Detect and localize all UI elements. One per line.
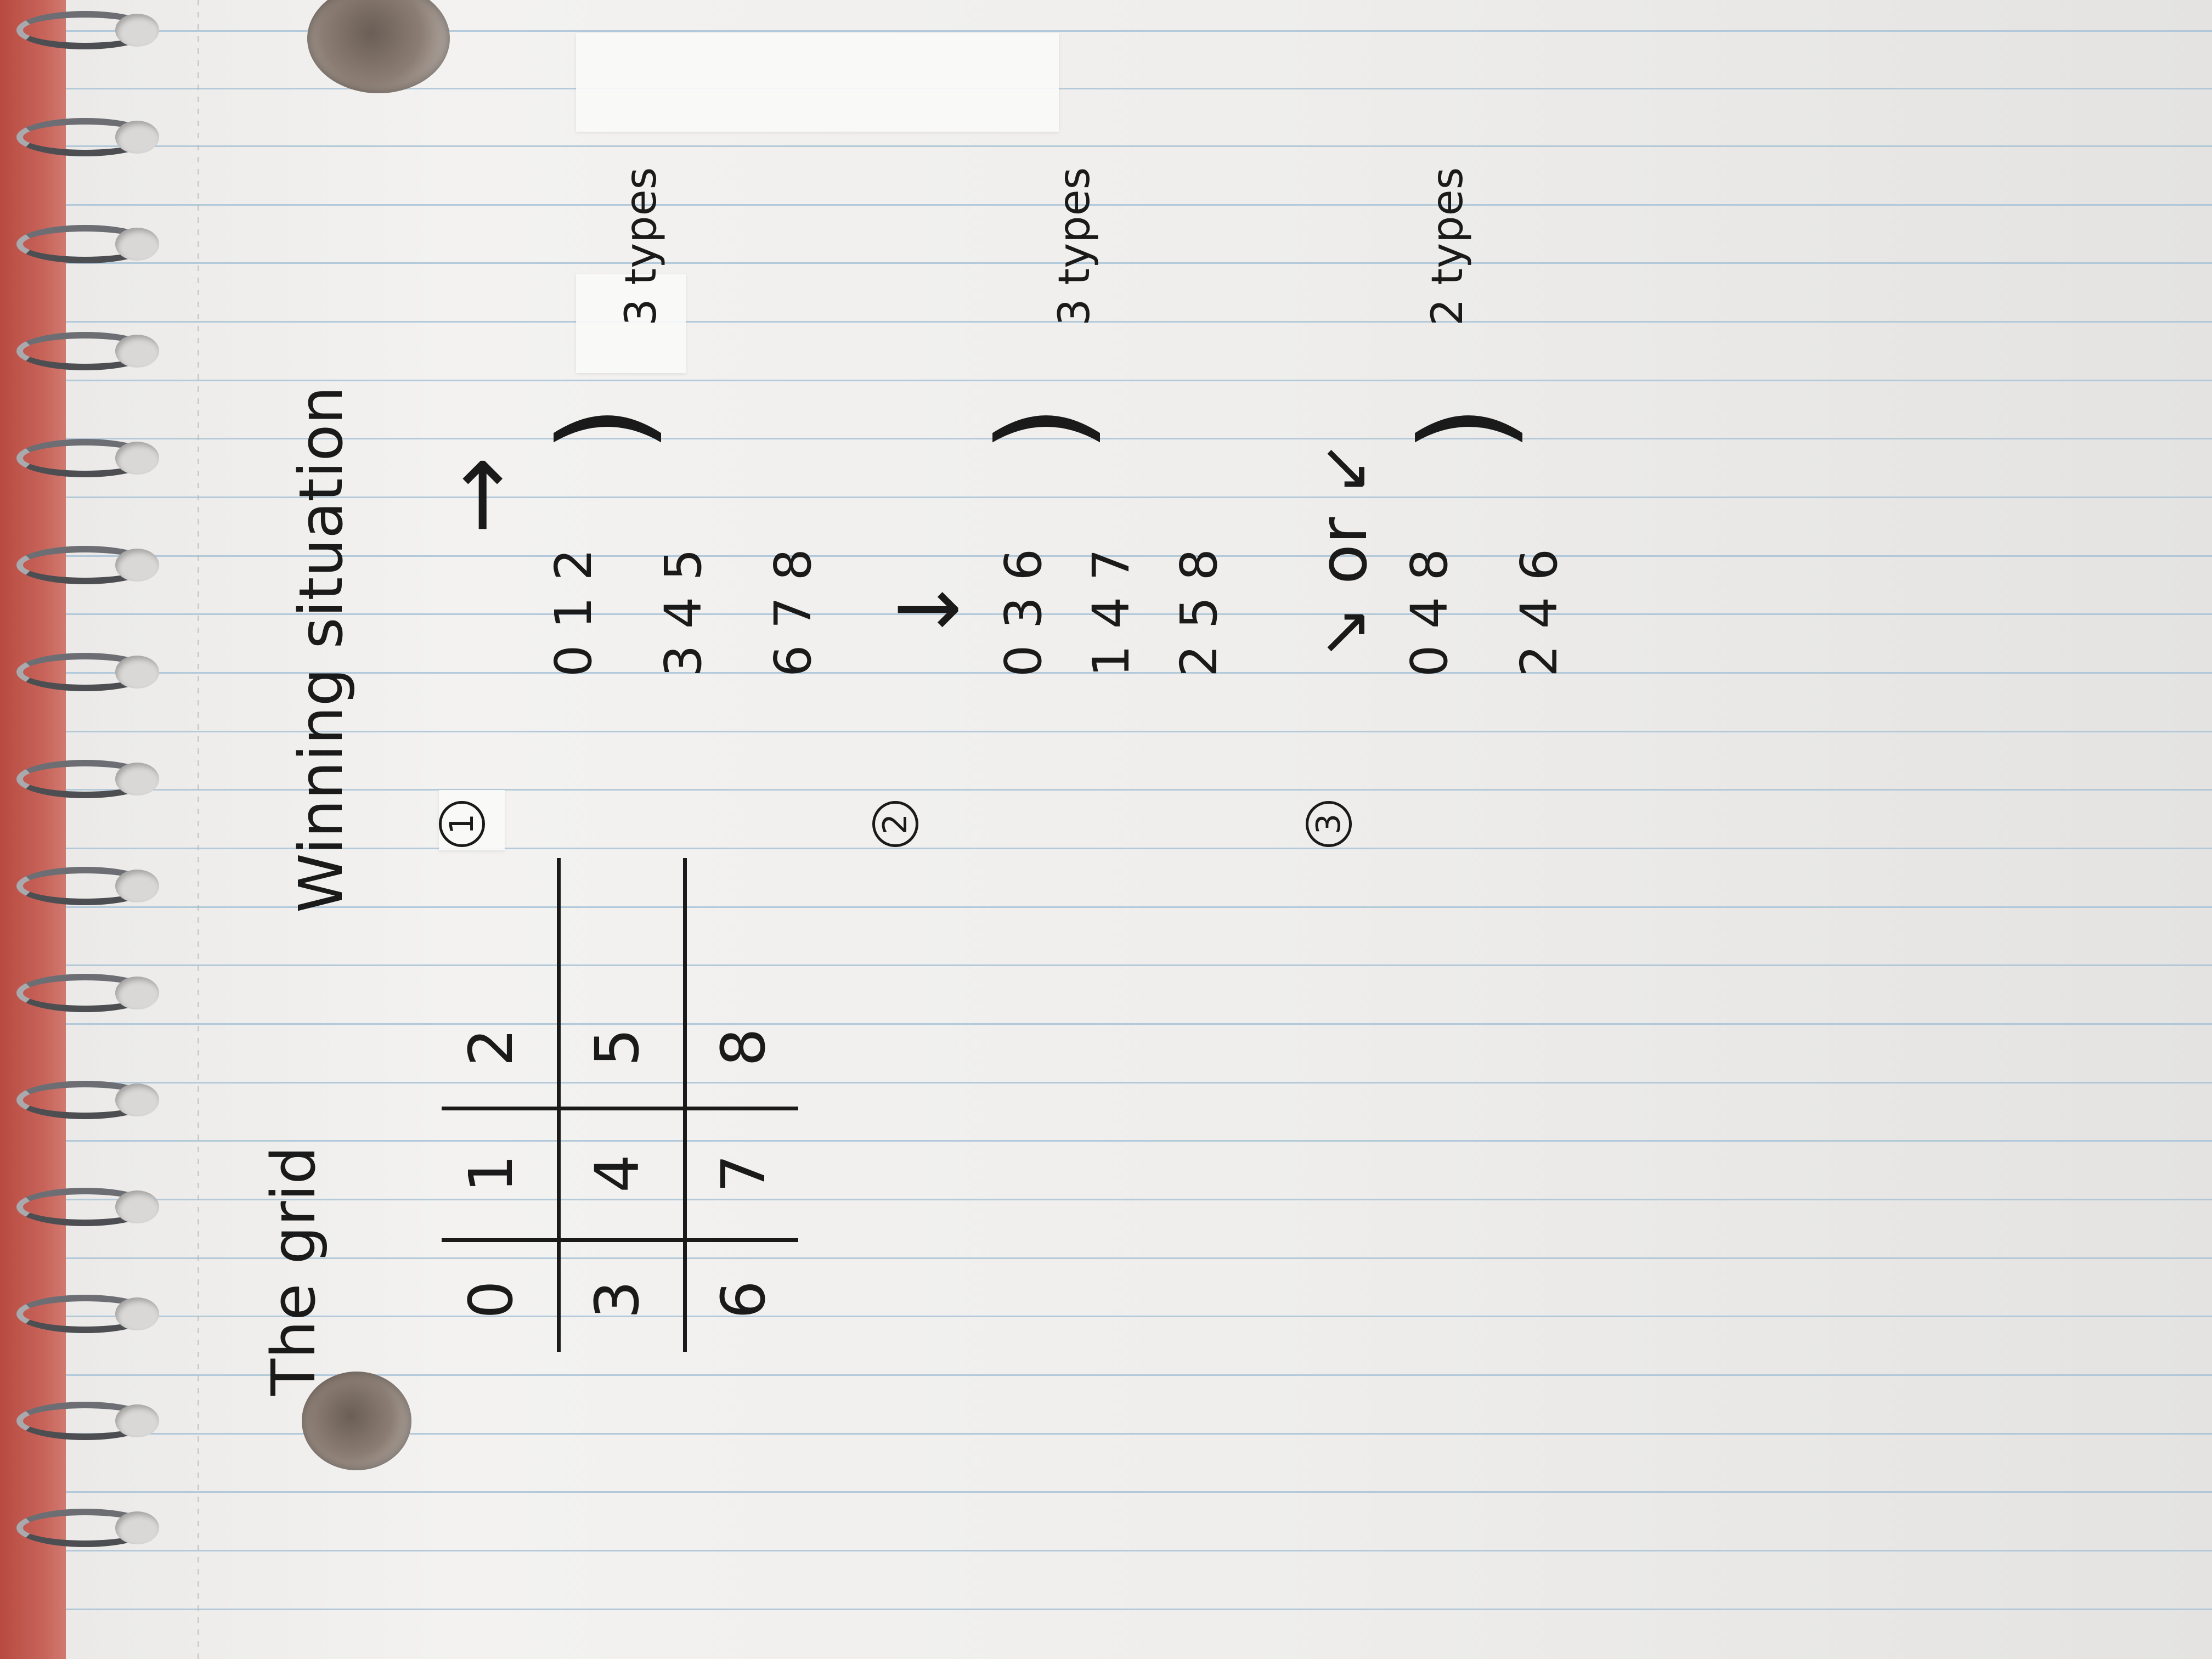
margin-line [198,0,199,1659]
spiral-hole [115,228,159,261]
rule-line [66,496,2212,498]
rule-line [66,145,2212,147]
tape-residue [576,274,686,373]
down-arrow-icon: ↓ [882,575,978,644]
line-combo: 6 7 8 [764,548,822,677]
line-combo: 0 4 8 [1400,548,1459,677]
spiral-hole [115,121,159,154]
punch-hole [307,0,450,93]
grid-cell: 8 [708,1028,778,1066]
winning-heading: Winning situation [286,386,356,913]
rule-line [66,672,2212,674]
type-count: 2 types [1423,167,1472,326]
rule-line [66,731,2212,732]
rule-line [66,964,2212,966]
spiral-hole [115,549,159,582]
rule-line [66,555,2212,557]
line-combo: 0 1 2 [544,548,603,677]
rule-line [66,321,2212,323]
rule-line [66,1609,2212,1610]
grid-cell: 7 [708,1154,778,1193]
spiral-hole [115,1297,159,1330]
grid-cell: 5 [582,1028,652,1066]
grid-cell: 2 [456,1028,526,1066]
rule-line [66,613,2212,615]
rule-line [66,789,2212,791]
rule-line [66,1199,2212,1200]
spiral-hole [115,1084,159,1116]
type-count: 3 types [1050,167,1099,326]
rule-line [66,1023,2212,1025]
notebook-page [66,0,2212,1659]
grid-cell: 0 [456,1280,526,1319]
rule-line [66,204,2212,206]
situation-number: 1 [439,801,485,847]
rule-line [66,1374,2212,1376]
rule-line [66,1491,2212,1493]
rule-line [66,848,2212,849]
rule-line [66,438,2212,439]
spiral-hole [115,763,159,795]
rule-line [66,1140,2212,1142]
rule-line [66,1082,2212,1084]
line-combo: 0 3 6 [994,548,1053,677]
grid-cell: 4 [582,1154,652,1193]
situation-number: 2 [872,801,918,847]
spiral-hole [115,14,159,47]
line-combo: 2 5 8 [1170,548,1228,677]
rule-line [66,30,2212,32]
spiral-hole [115,1404,159,1437]
grid-cell: 6 [708,1280,778,1319]
spiral-hole [115,656,159,689]
spiral-hole [115,1190,159,1223]
line-combo: 2 4 6 [1510,548,1568,677]
grid-horizontal-line [442,1238,798,1242]
tape-residue [576,33,1059,132]
right-arrow-icon: → [426,456,534,534]
rule-line [66,906,2212,908]
type-count: 3 types [617,167,666,326]
line-combo: 1 4 7 [1082,548,1141,677]
spiral-hole [115,870,159,902]
line-combo: 3 4 5 [654,548,713,677]
diagonal-arrows-icon: ↘ or ↙ [1306,441,1382,661]
rule-line [66,1257,2212,1259]
grid-vertical-line [557,858,561,1352]
punch-hole [302,1372,411,1470]
grid-horizontal-line [442,1107,798,1110]
spiral-hole [115,335,159,368]
brace: ) [972,405,1113,452]
grid-cell: 3 [582,1280,652,1319]
grid-heading: The grid [258,1146,329,1396]
rule-line [66,1433,2212,1435]
spiral-hole [115,1511,159,1544]
brace: ) [1395,405,1535,452]
rule-line [66,1550,2212,1551]
rule-line [66,380,2212,381]
rule-line [66,262,2212,264]
situation-number: 3 [1306,801,1352,847]
spiral-hole [115,977,159,1009]
rule-line [66,1316,2212,1317]
spiral-hole [115,442,159,475]
brace: ) [533,405,674,452]
grid-cell: 1 [456,1154,526,1193]
rule-line [66,88,2212,89]
tape-residue [439,790,505,850]
grid-vertical-line [683,858,687,1352]
